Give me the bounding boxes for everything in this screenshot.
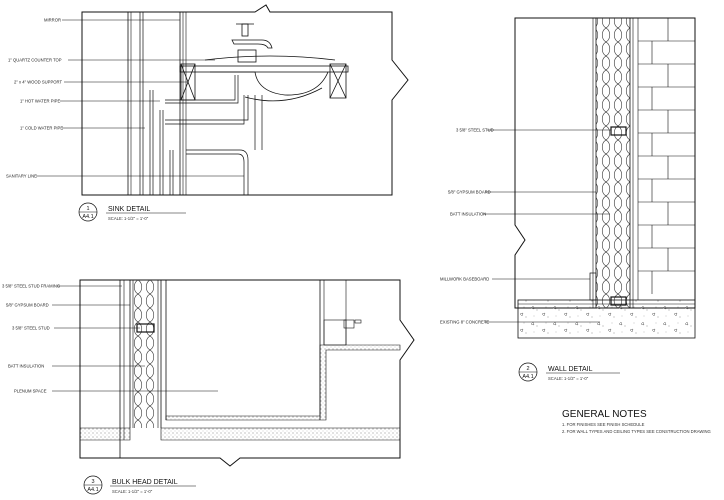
wall-label-gypsum: 5/8" GYPSUM BOARD — [448, 190, 491, 195]
sink-bubble-number: 1 — [86, 206, 89, 212]
bulkhead-label-framing: 3 5/8" STEEL STUD FRAMING — [2, 284, 60, 289]
sink-callouts: MIRROR 1" QUARTZ COUNTER TOP 2" x 4" WOO… — [6, 18, 63, 179]
wall-detail-drawing: 3 5/8" STEEL STUD 5/8" GYPSUM BOARD BATT… — [440, 17, 696, 382]
bulkhead-bubble-sheet: A4.1 — [87, 487, 98, 493]
sink-detail-title: SINK DETAIL — [108, 206, 150, 213]
bulkhead-detail-scale: SCALE: 1-1/2" = 1'-0" — [112, 489, 153, 494]
sink-label-wood-support: 2" x 4" WOOD SUPPORT — [14, 80, 62, 85]
wall-title-block: 2 A4.1 WALL DETAIL SCALE: 1-1/2" = 1'-0" — [518, 362, 620, 382]
sink-detail-scale: SCALE: 1-1/2" = 1'-0" — [108, 216, 149, 221]
sink-label-cold-water: 1" COLD WATER PIPE — [20, 126, 63, 131]
sink-leaders — [36, 19, 244, 177]
sink-label-sanitary: SANITARY LINE — [6, 174, 37, 179]
sink-title-block: 1 A4.1 SINK DETAIL SCALE: 1-1/2" = 1'-0" — [78, 202, 186, 222]
sink-bubble-sheet: A4.1 — [82, 214, 93, 220]
wall-label-baseboard: MILLWORK BASEBOARD — [440, 277, 489, 282]
bulkhead-detail-title: BULK HEAD DETAIL — [112, 479, 178, 486]
general-note-2: 2. FOR WALL TYPES AND CEILING TYPES SEE … — [562, 429, 711, 434]
wall-detail-title: WALL DETAIL — [548, 366, 593, 373]
bulkhead-leaders — [52, 285, 218, 392]
wall-steel-stud-top — [610, 126, 627, 136]
sink-detail-drawing: MIRROR 1" QUARTZ COUNTER TOP 2" x 4" WOO… — [6, 4, 409, 222]
bulkhead-callouts: 3 5/8" STEEL STUD FRAMING 5/8" GYPSUM BO… — [2, 284, 60, 394]
wall-detail-scale: SCALE: 1-1/2" = 1'-0" — [548, 376, 589, 381]
sink-pipes — [139, 12, 263, 195]
wall-bubble-sheet: A4.1 — [522, 374, 533, 380]
bulkhead-label-stud: 3 5/8" STEEL STUD — [12, 326, 50, 331]
sink-label-mirror: MIRROR — [44, 18, 61, 23]
sink-wall — [127, 12, 187, 195]
bulkhead-soffit — [165, 344, 401, 421]
sink-label-hot-water: 1" HOT WATER PIPE — [20, 99, 60, 104]
general-notes: GENERAL NOTES 1. FOR FINISHES SEE FINISH… — [562, 409, 711, 434]
bulkhead-batt-insulation — [133, 280, 158, 428]
wall-label-concrete: EXISTING 8" CONCRETE — [440, 320, 489, 325]
bulkhead-title-block: 3 A4.1 BULK HEAD DETAIL SCALE: 1-1/2" = … — [83, 475, 196, 495]
bulkhead-label-gypsum: 5/8" GYPSUM BOARD — [6, 303, 49, 308]
sink-fixture — [179, 23, 349, 102]
wall-concrete-slab — [517, 299, 696, 339]
bulkhead-bubble-number: 3 — [91, 479, 94, 485]
general-note-1: 1. FOR FINISHES SEE FINISH SCHEDULE — [562, 422, 645, 427]
sink-label-counter: 1" QUARTZ COUNTER TOP — [8, 58, 62, 63]
wall-brick-cladding — [637, 17, 695, 300]
general-notes-title: GENERAL NOTES — [562, 409, 647, 420]
wall-label-stud: 3 5/8" STEEL STUD — [456, 128, 494, 133]
wall-callouts: 3 5/8" STEEL STUD 5/8" GYPSUM BOARD BATT… — [440, 128, 494, 325]
bulkhead-detail-drawing: 3 5/8" STEEL STUD FRAMING 5/8" GYPSUM BO… — [2, 279, 415, 495]
wall-label-batt: BATT INSULATION — [450, 212, 486, 217]
bulkhead-label-batt: BATT INSULATION — [8, 364, 44, 369]
bulkhead-label-plenum: PLENUM SPACE — [14, 389, 47, 394]
wall-bubble-number: 2 — [526, 366, 529, 372]
wall-batt-insulation — [596, 18, 630, 308]
wall-leaders — [483, 129, 611, 323]
bulkhead-ceiling-board — [79, 427, 401, 441]
